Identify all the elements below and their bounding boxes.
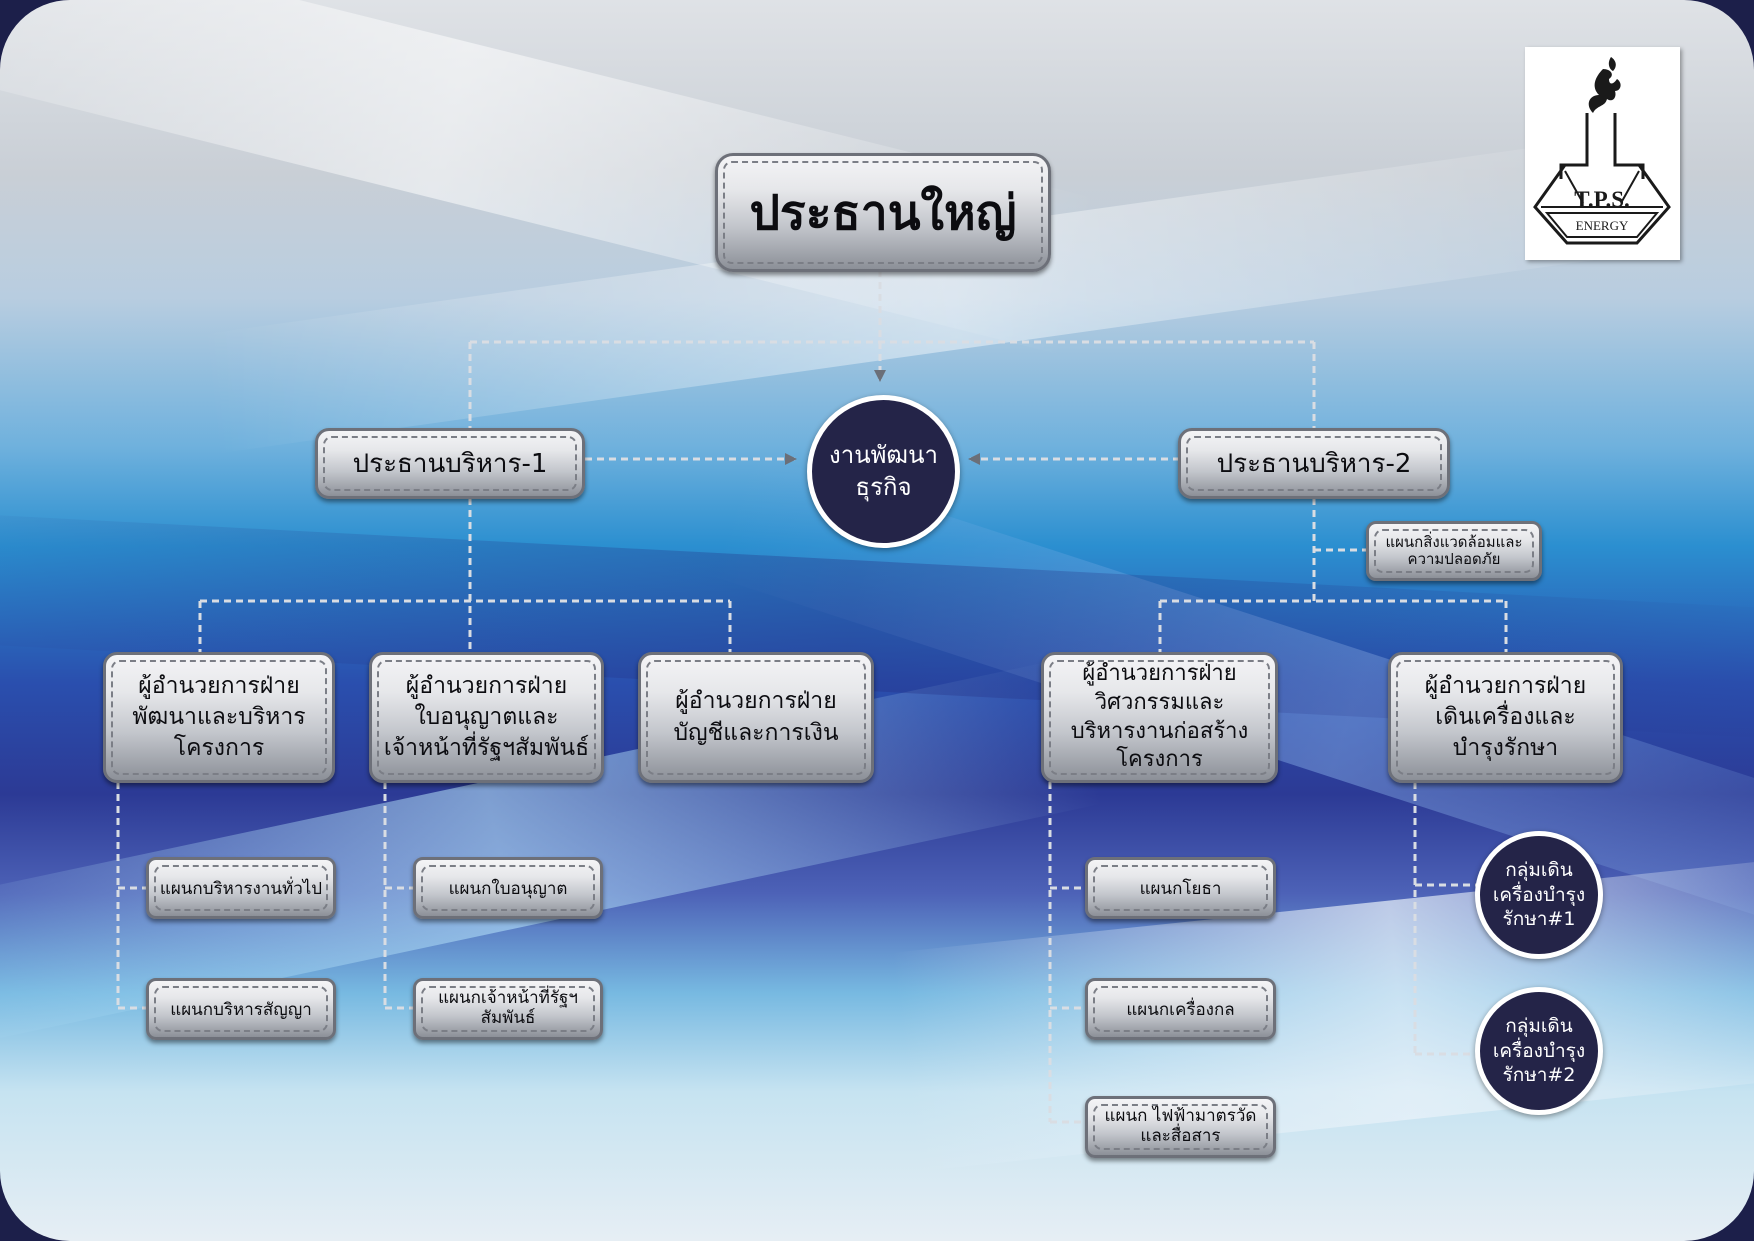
executive-2-box: ประธานบริหาร-2	[1178, 428, 1450, 499]
dept-electrical-label: แผนก ไฟฟ้ามาตรวัด และสื่อสาร	[1104, 1106, 1257, 1146]
logo-text: T.P.S.	[1574, 187, 1630, 212]
chairman-label: ประธานใหญ่	[749, 184, 1017, 241]
dept-contract-admin-label: แผนกบริหารสัญญา	[170, 999, 312, 1020]
executive-1-box: ประธานบริหาร-1	[315, 428, 585, 499]
dept-gov-relations-label: แผนกเจ้าหน้าที่รัฐฯ สัมพันธ์	[438, 988, 578, 1028]
director-engineering-label: ผู้อำนวยการฝ่าย วิศวกรรมและ บริหารงานก่อ…	[1070, 661, 1249, 773]
om-group-1-label: กลุ่มเดิน เครื่องบำรุง รักษา#1	[1492, 858, 1586, 931]
executive-1-label: ประธานบริหาร-1	[352, 449, 548, 479]
director-accounting-label: ผู้อำนวยการฝ่าย บัญชีและการเงิน	[673, 688, 839, 746]
director-engineering-box: ผู้อำนวยการฝ่าย วิศวกรรมและ บริหารงานก่อ…	[1041, 652, 1278, 783]
executive-2-label: ประธานบริหาร-2	[1216, 449, 1412, 479]
om-group-1-circle: กลุ่มเดิน เครื่องบำรุง รักษา#1	[1475, 831, 1603, 959]
env-safety-dept-box: แผนกสิ่งแวดล้อมและ ความปลอดภัย	[1366, 521, 1542, 581]
dept-civil-box: แผนกโยธา	[1085, 857, 1276, 919]
dept-contract-admin-box: แผนกบริหารสัญญา	[146, 978, 336, 1040]
dept-general-admin-label: แผนกบริหารงานทั่วไป	[159, 878, 323, 899]
dept-mechanical-box: แผนกเครื่องกล	[1085, 978, 1276, 1040]
dept-general-admin-box: แผนกบริหารงานทั่วไป	[146, 857, 336, 919]
om-group-2-circle: กลุ่มเดิน เครื่องบำรุง รักษา#2	[1475, 987, 1603, 1115]
dept-civil-label: แผนกโยธา	[1139, 878, 1222, 899]
env-safety-dept-label: แผนกสิ่งแวดล้อมและ ความปลอดภัย	[1385, 532, 1523, 568]
business-development-circle: งานพัฒนา ธุรกิจ	[807, 395, 960, 548]
director-operations-box: ผู้อำนวยการฝ่าย เดินเครื่องและ บำรุงรักษ…	[1388, 652, 1623, 783]
company-logo: T.P.S. ENERGY	[1525, 47, 1680, 260]
chairman-box: ประธานใหญ่	[715, 153, 1051, 272]
logo-emblem-icon: T.P.S. ENERGY	[1533, 57, 1671, 245]
director-license-box: ผู้อำนวยการฝ่าย ใบอนุญาตและ เจ้าหน้าที่ร…	[369, 652, 604, 783]
director-operations-label: ผู้อำนวยการฝ่าย เดินเครื่องและ บำรุงรักษ…	[1424, 672, 1587, 762]
dept-electrical-box: แผนก ไฟฟ้ามาตรวัด และสื่อสาร	[1085, 1096, 1276, 1158]
director-license-label: ผู้อำนวยการฝ่าย ใบอนุญาตและ เจ้าหน้าที่ร…	[383, 672, 590, 762]
dept-license-box: แผนกใบอนุญาต	[413, 857, 603, 919]
dept-mechanical-label: แผนกเครื่องกล	[1126, 999, 1235, 1020]
dept-gov-relations-box: แผนกเจ้าหน้าที่รัฐฯ สัมพันธ์	[413, 978, 603, 1040]
logo-subtext: ENERGY	[1576, 218, 1629, 233]
business-development-label: งานพัฒนา ธุรกิจ	[829, 441, 938, 501]
om-group-2-label: กลุ่มเดิน เครื่องบำรุง รักษา#2	[1492, 1014, 1586, 1087]
director-project-dev-box: ผู้อำนวยการฝ่าย พัฒนาและบริหาร โครงการ	[103, 652, 335, 783]
director-accounting-box: ผู้อำนวยการฝ่าย บัญชีและการเงิน	[638, 652, 874, 783]
director-project-dev-label: ผู้อำนวยการฝ่าย พัฒนาและบริหาร โครงการ	[132, 672, 306, 762]
dept-license-label: แผนกใบอนุญาต	[448, 878, 568, 899]
